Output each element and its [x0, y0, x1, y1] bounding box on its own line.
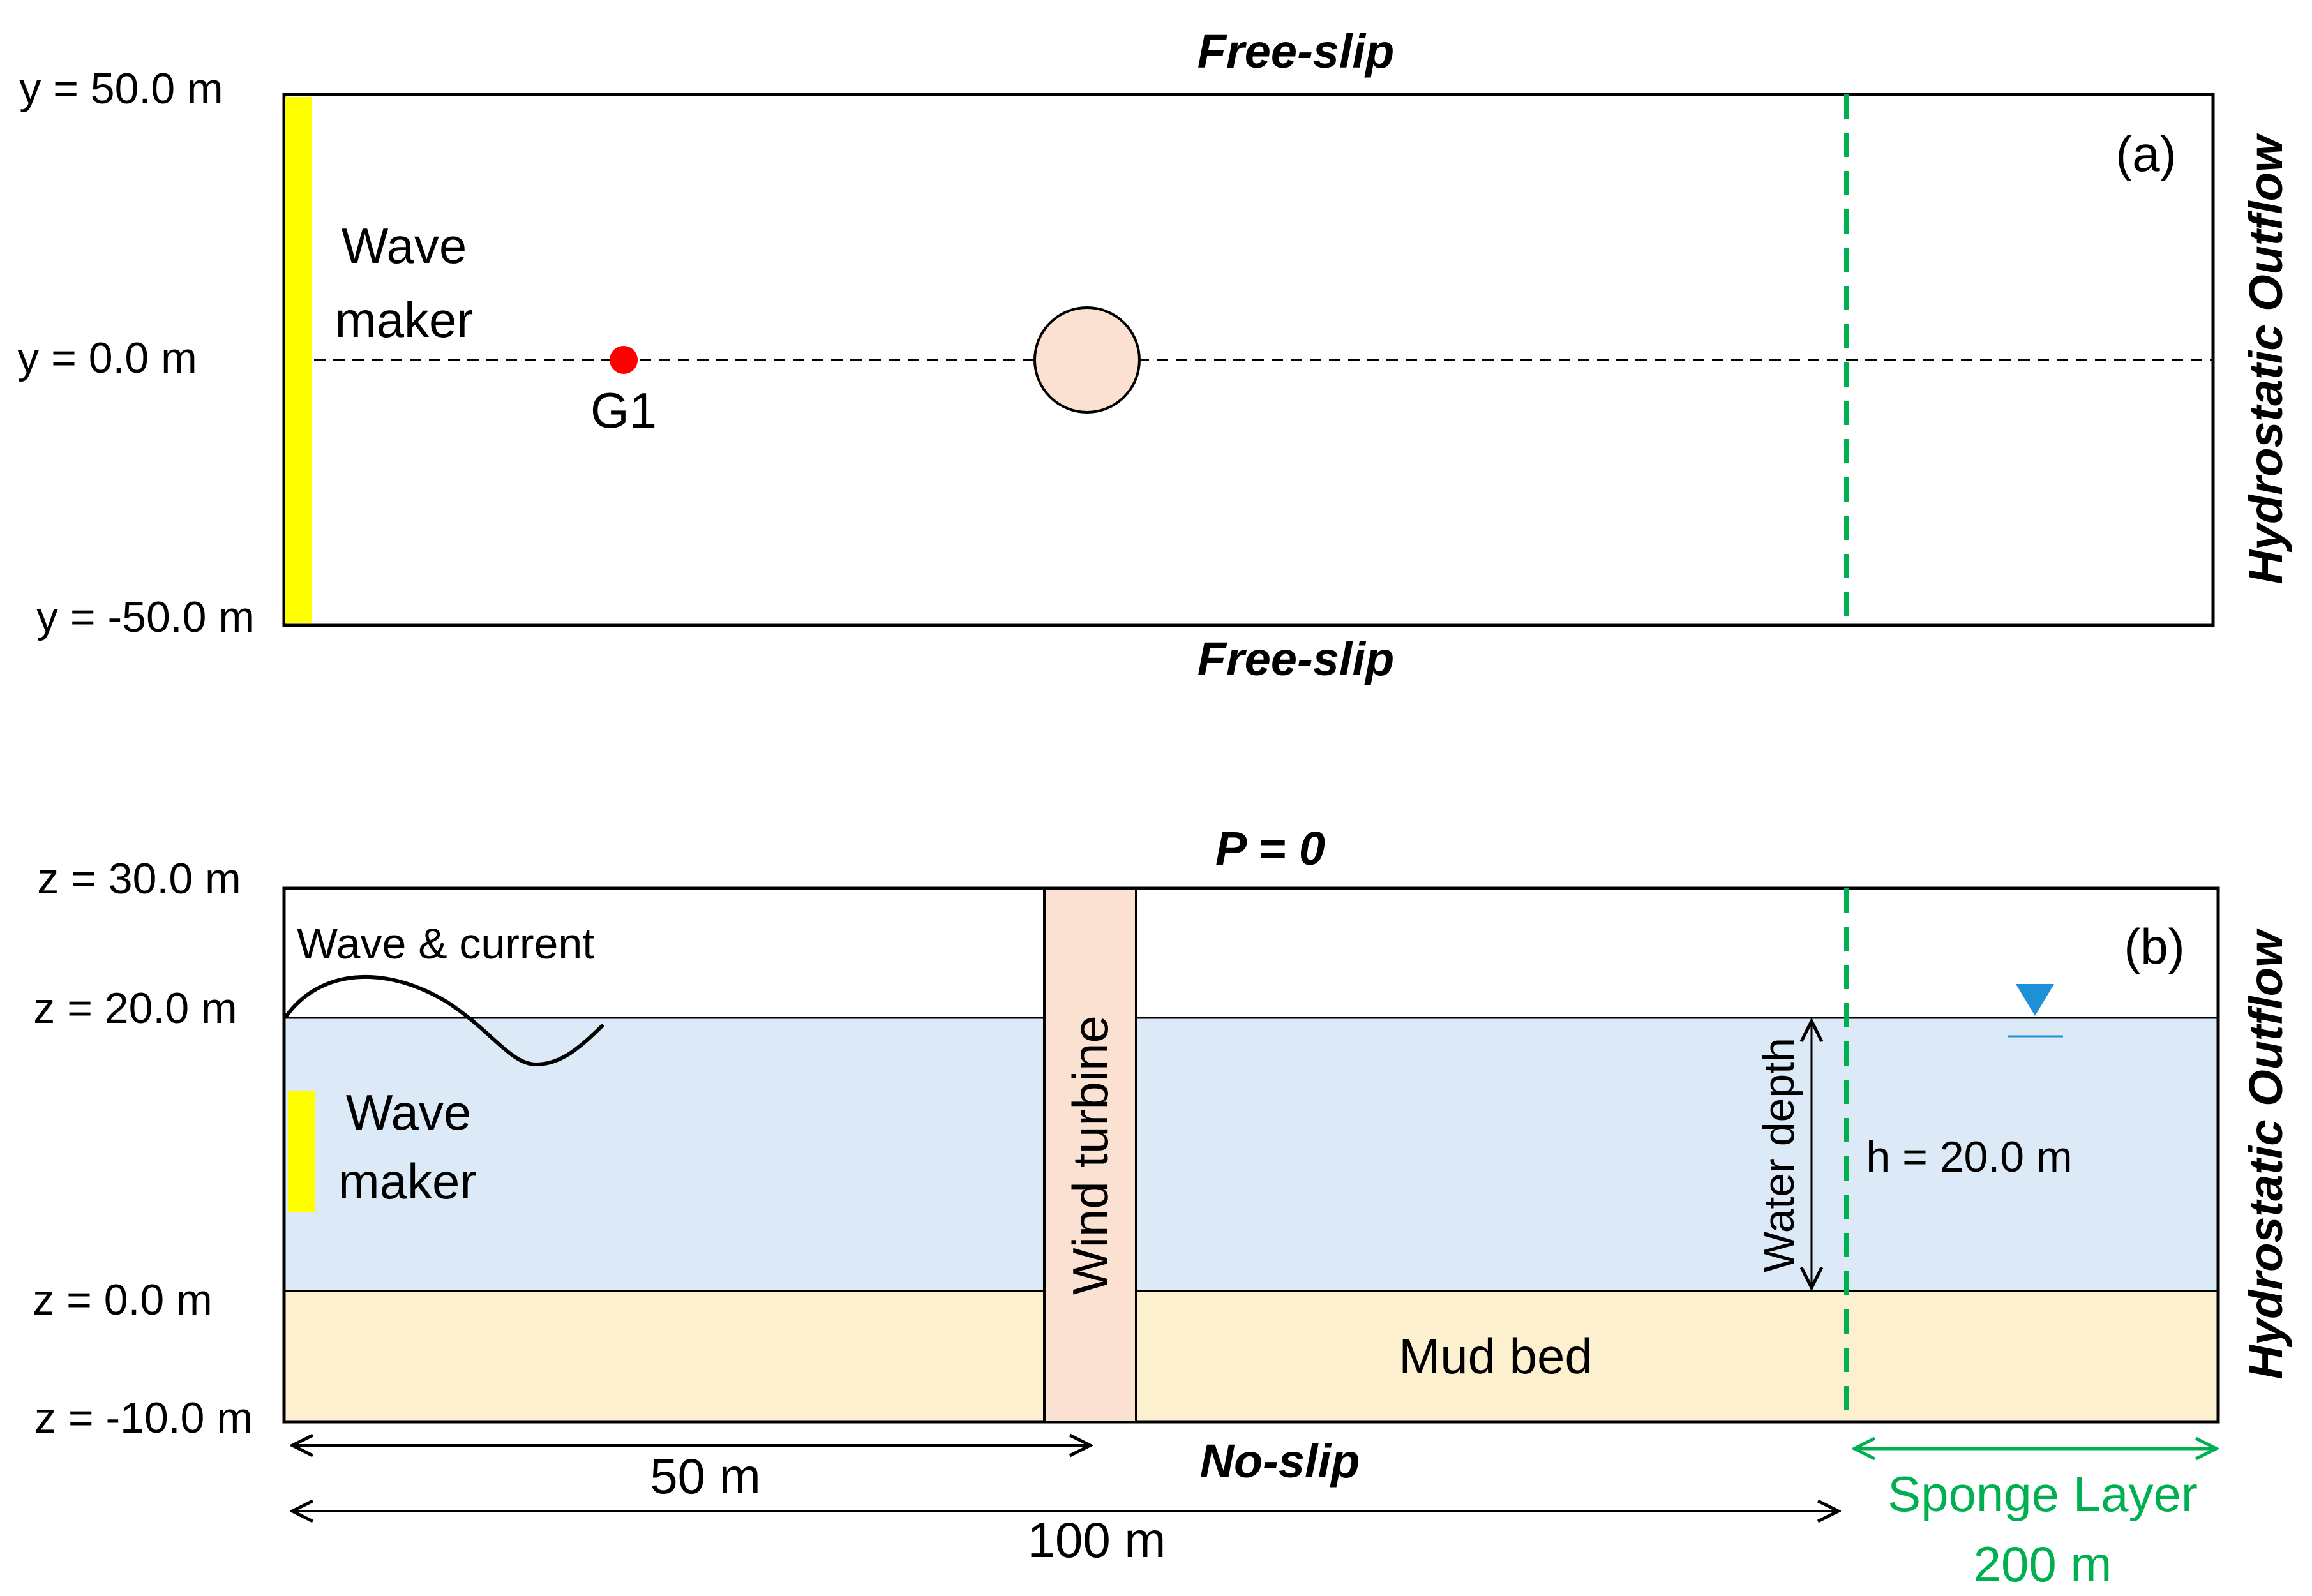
wave-maker-a-label-2: maker [335, 292, 474, 348]
mud-bed-label: Mud bed [1399, 1328, 1593, 1384]
water-depth-label: Water depth [1755, 1038, 1803, 1272]
y-label-mid: y = 0.0 m [17, 334, 197, 382]
wave-maker-a-label-1: Wave [342, 218, 467, 274]
wave-maker-a [285, 97, 312, 623]
panel-b-label: (b) [2124, 918, 2184, 974]
dim-50-label: 50 m [650, 1448, 760, 1504]
wave-maker-b-label-2: maker [338, 1153, 477, 1209]
gauge-g1-label: G1 [590, 382, 657, 438]
top-boundary-b: P = 0 [1215, 822, 1325, 875]
z-label-30: z = 30.0 m [37, 854, 241, 903]
sponge-label-1: Sponge Layer [1888, 1466, 2198, 1522]
bottom-boundary-b: No-slip [1200, 1435, 1360, 1488]
bottom-boundary-a: Free-slip [1197, 632, 1394, 685]
gauge-g1-marker [610, 346, 638, 374]
right-boundary-b: Hydrostatic Outflow [2239, 928, 2292, 1379]
wave-maker-b-label-1: Wave [346, 1084, 472, 1140]
wave-maker-b [288, 1091, 315, 1212]
y-label-bottom: y = -50.0 m [36, 593, 255, 641]
monopile-plan [1033, 306, 1141, 414]
wave-sketch [284, 974, 605, 1067]
panel-b: Wind turbine Wave maker Wave & current W… [33, 822, 2292, 1592]
top-boundary-a: Free-slip [1197, 25, 1394, 78]
y-label-top: y = 50.0 m [19, 64, 223, 113]
depth-value-label: h = 20.0 m [1866, 1133, 2072, 1181]
wind-turbine-label: Wind turbine [1062, 1015, 1118, 1295]
mud-bed-layer [284, 1291, 2218, 1422]
panel-a-label: (a) [2115, 126, 2176, 182]
right-boundary-a: Hydrostatic Outflow [2239, 133, 2292, 584]
z-label-20: z = 20.0 m [33, 984, 237, 1033]
domain-b-frame [282, 886, 2220, 1424]
z-label-minus10: z = -10.0 m [34, 1394, 253, 1442]
water-layer [284, 1018, 2218, 1291]
panel-a: G1 Wave maker (a) Free-slip Free-slip Hy… [17, 25, 2292, 685]
wave-current-label: Wave & current [297, 920, 594, 968]
z-label-0: z = 0.0 m [33, 1276, 213, 1324]
sponge-label-2: 200 m [1974, 1536, 2112, 1592]
wind-turbine-pile [1043, 887, 1137, 1423]
dim-100-label: 100 m [1028, 1512, 1166, 1568]
water-level-icon [2016, 984, 2054, 1016]
